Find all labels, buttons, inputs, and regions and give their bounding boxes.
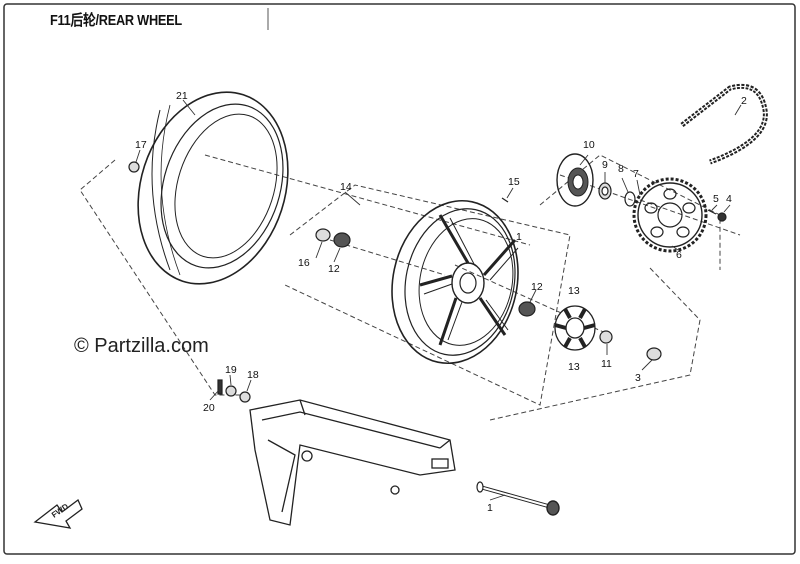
- callout-8: 8: [618, 163, 624, 175]
- callout-numbers: 21 17 14 16 12 15 1 12 13 13 11 10 9 8 7…: [135, 90, 747, 514]
- callout-5: 5: [713, 193, 719, 205]
- callout-7: 7: [633, 168, 639, 180]
- sprocket-carrier: [556, 153, 594, 207]
- rear-wheel-rim: [391, 199, 519, 365]
- callout-12-left: 12: [328, 263, 340, 275]
- swing-arm: [249, 399, 456, 526]
- callout-14: 14: [340, 181, 352, 193]
- cush-drive-damper: [554, 305, 596, 351]
- callout-18: 18: [247, 369, 259, 381]
- callout-20: 20: [203, 402, 215, 414]
- diagram-title: F11后轮/REAR WHEEL: [50, 12, 182, 29]
- callout-10: 10: [583, 139, 595, 151]
- dashed-guide-lines: [79, 154, 741, 421]
- callout-4: 4: [726, 193, 732, 205]
- callout-17: 17: [135, 139, 147, 151]
- partzilla-watermark: © Partzilla.com: [74, 335, 209, 357]
- callout-11: 11: [601, 358, 612, 370]
- callout-19: 19: [225, 364, 237, 376]
- small-parts: [128, 161, 727, 403]
- callout-leaders: [135, 99, 742, 501]
- callout-3: 3: [635, 372, 641, 384]
- callout-1-lower: 1: [487, 502, 493, 514]
- callout-9: 9: [602, 159, 608, 171]
- callout-21: 21: [176, 90, 188, 102]
- drive-chain: [680, 83, 768, 165]
- rear-sprocket: [632, 177, 708, 253]
- callout-12-right: 12: [531, 281, 543, 293]
- page-border: [3, 3, 796, 555]
- forward-direction-arrow: FWD: [33, 498, 83, 529]
- callout-13-upper: 13: [568, 285, 580, 297]
- rear-axle: [476, 481, 560, 516]
- rear-tire: [137, 91, 289, 285]
- callout-13-lower: 13: [568, 361, 580, 373]
- callout-1-upper: 1: [516, 231, 522, 243]
- callout-16: 16: [298, 257, 310, 269]
- callout-6: 6: [676, 249, 682, 261]
- callout-15: 15: [508, 176, 520, 188]
- callout-2: 2: [741, 95, 747, 107]
